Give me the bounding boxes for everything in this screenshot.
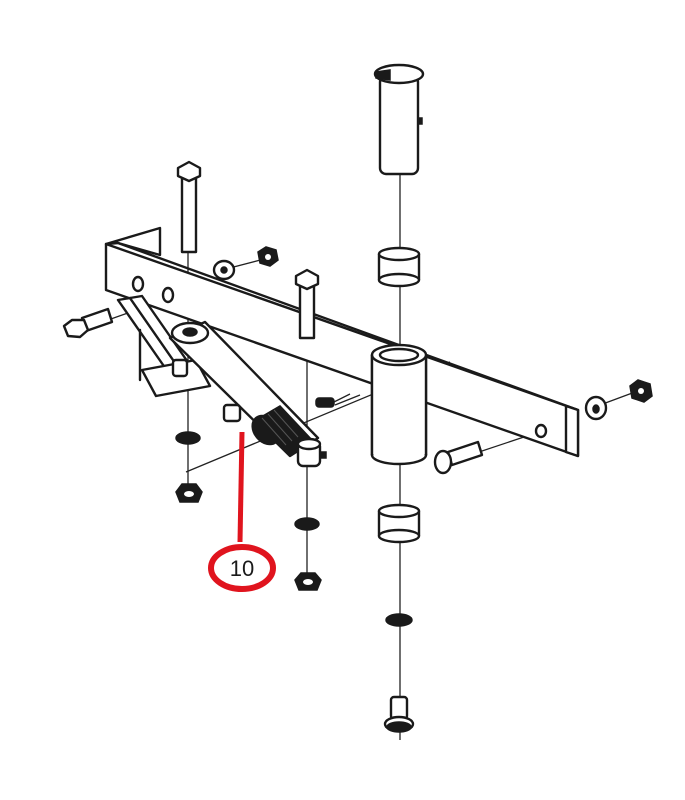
middle-vertical-bolt <box>294 268 320 340</box>
pivot-bracket <box>116 294 212 398</box>
middle-lower-nut <box>294 572 322 591</box>
left-vertical-bolt <box>176 160 202 254</box>
middle-lower-washer <box>294 517 320 531</box>
callout-number: 10 <box>229 556 255 581</box>
top-washer <box>212 259 236 281</box>
lower-washer <box>385 613 413 627</box>
spring-sleeve-part-10 <box>251 405 327 468</box>
grease-fitting <box>315 393 351 408</box>
right-washer <box>584 395 608 421</box>
callout-circle <box>208 544 276 592</box>
left-horizontal-bolt <box>62 307 114 339</box>
right-nut <box>629 379 653 403</box>
bottom-bolt <box>383 695 415 733</box>
pivot-tube <box>370 343 428 466</box>
top-nut <box>257 246 279 267</box>
upper-bushing <box>377 246 421 288</box>
left-lower-nut <box>175 483 203 503</box>
right-horizontal-bolt <box>433 440 484 475</box>
callout-leader <box>237 431 245 543</box>
king-pin <box>373 63 425 176</box>
lower-bushing <box>377 503 421 544</box>
alignment-lines <box>107 175 636 740</box>
left-lower-washer <box>175 431 201 445</box>
